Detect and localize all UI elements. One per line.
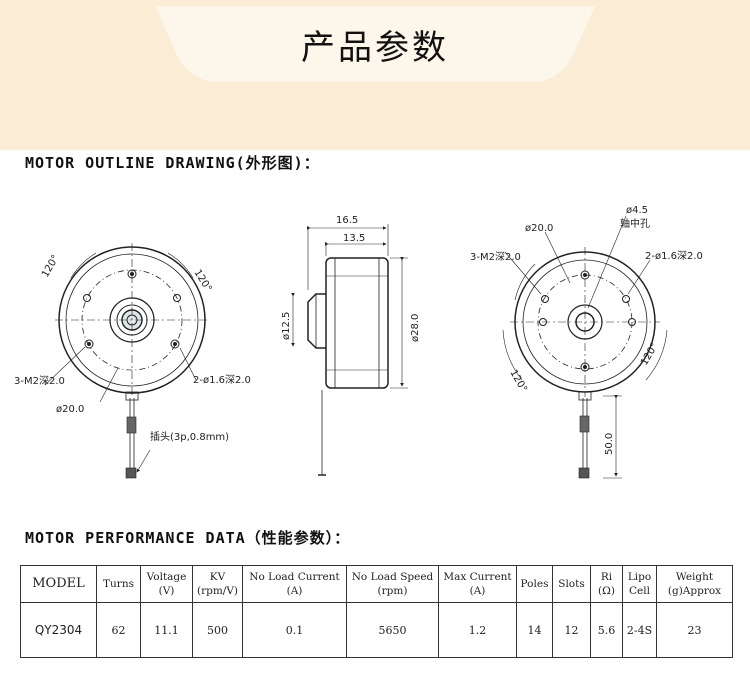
front-angle-a: 120°: [40, 253, 62, 279]
back-view: [502, 215, 668, 479]
front-plug-label: 插头(3p,0.8mm): [150, 430, 229, 443]
cell-turns: 62: [96, 602, 141, 658]
back-holes-label: 2-ø1.6深2.0: [645, 250, 703, 262]
back-circle-label: ø20.0: [525, 223, 553, 234]
front-circle-label: ø20.0: [56, 404, 84, 415]
front-angle-b: 120°: [191, 268, 213, 294]
back-screw-label: 3-M2深2.0: [470, 251, 521, 263]
cell-weight: 23: [656, 602, 733, 658]
cell-max-current: 1.2: [438, 602, 517, 658]
header-slots: Slots: [552, 565, 591, 603]
header-turns: Turns: [96, 565, 141, 603]
motor-outline-drawings: 120° 120° 3-M2深2.0 2-ø1.6深2.0 ø20.0 插头(3…: [14, 205, 703, 479]
front-screw-label: 3-M2深2.0: [14, 375, 65, 387]
side-big-diameter: ø28.0: [410, 314, 421, 342]
header-no-load-current: No Load Current(A): [242, 565, 347, 603]
cell-slots: 12: [552, 602, 591, 658]
side-total-length: 16.5: [336, 215, 358, 226]
back-angle-a: 120°: [507, 368, 529, 394]
page-title: 产品参数: [301, 27, 449, 68]
performance-table: MODEL Turns Voltage(V) KV(rpm/V) No Load…: [20, 565, 733, 658]
header-kv: KV(rpm/V): [192, 565, 243, 603]
outline-drawing-title: MOTOR OUTLINE DRAWING(外形图)：: [25, 154, 320, 172]
front-holes-label: 2-ø1.6深2.0: [193, 374, 251, 386]
header-model: MODEL: [20, 565, 97, 603]
header-max-current: Max Current(A): [438, 565, 517, 603]
cell-lipo-cell: 2-4S: [622, 602, 657, 658]
side-small-diameter: ø12.5: [281, 312, 292, 340]
side-body-length: 13.5: [343, 233, 365, 244]
cell-ri: 5.6: [590, 602, 623, 658]
back-shaft-hole-label: 轴中孔: [620, 217, 650, 230]
header-voltage: Voltage(V): [140, 565, 193, 603]
performance-header-row: MODEL Turns Voltage(V) KV(rpm/V) No Load…: [20, 565, 733, 603]
header-weight: Weight(g)Approx: [656, 565, 733, 603]
header-ri: Ri(Ω): [590, 565, 623, 603]
cell-model: QY2304: [20, 602, 97, 658]
header-no-load-speed: No Load Speed(rpm): [346, 565, 439, 603]
back-shaft-diameter: ø4.5: [626, 205, 648, 216]
cell-kv: 500: [192, 602, 243, 658]
header-poles: Poles: [516, 565, 553, 603]
front-view: [44, 243, 209, 479]
cell-poles: 14: [516, 602, 553, 658]
cell-no-load-current: 0.1: [242, 602, 347, 658]
title-tab: 产品参数: [210, 6, 540, 82]
cell-no-load-speed: 5650: [346, 602, 439, 658]
side-view: [291, 224, 408, 476]
table-row: QY2304 62 11.1 500 0.1 5650 1.2 14 12 5.…: [20, 602, 733, 658]
back-lead-length: 50.0: [604, 433, 615, 455]
performance-data-title: MOTOR PERFORMANCE DATA（性能参数）：: [25, 529, 351, 547]
cell-voltage: 11.1: [140, 602, 193, 658]
